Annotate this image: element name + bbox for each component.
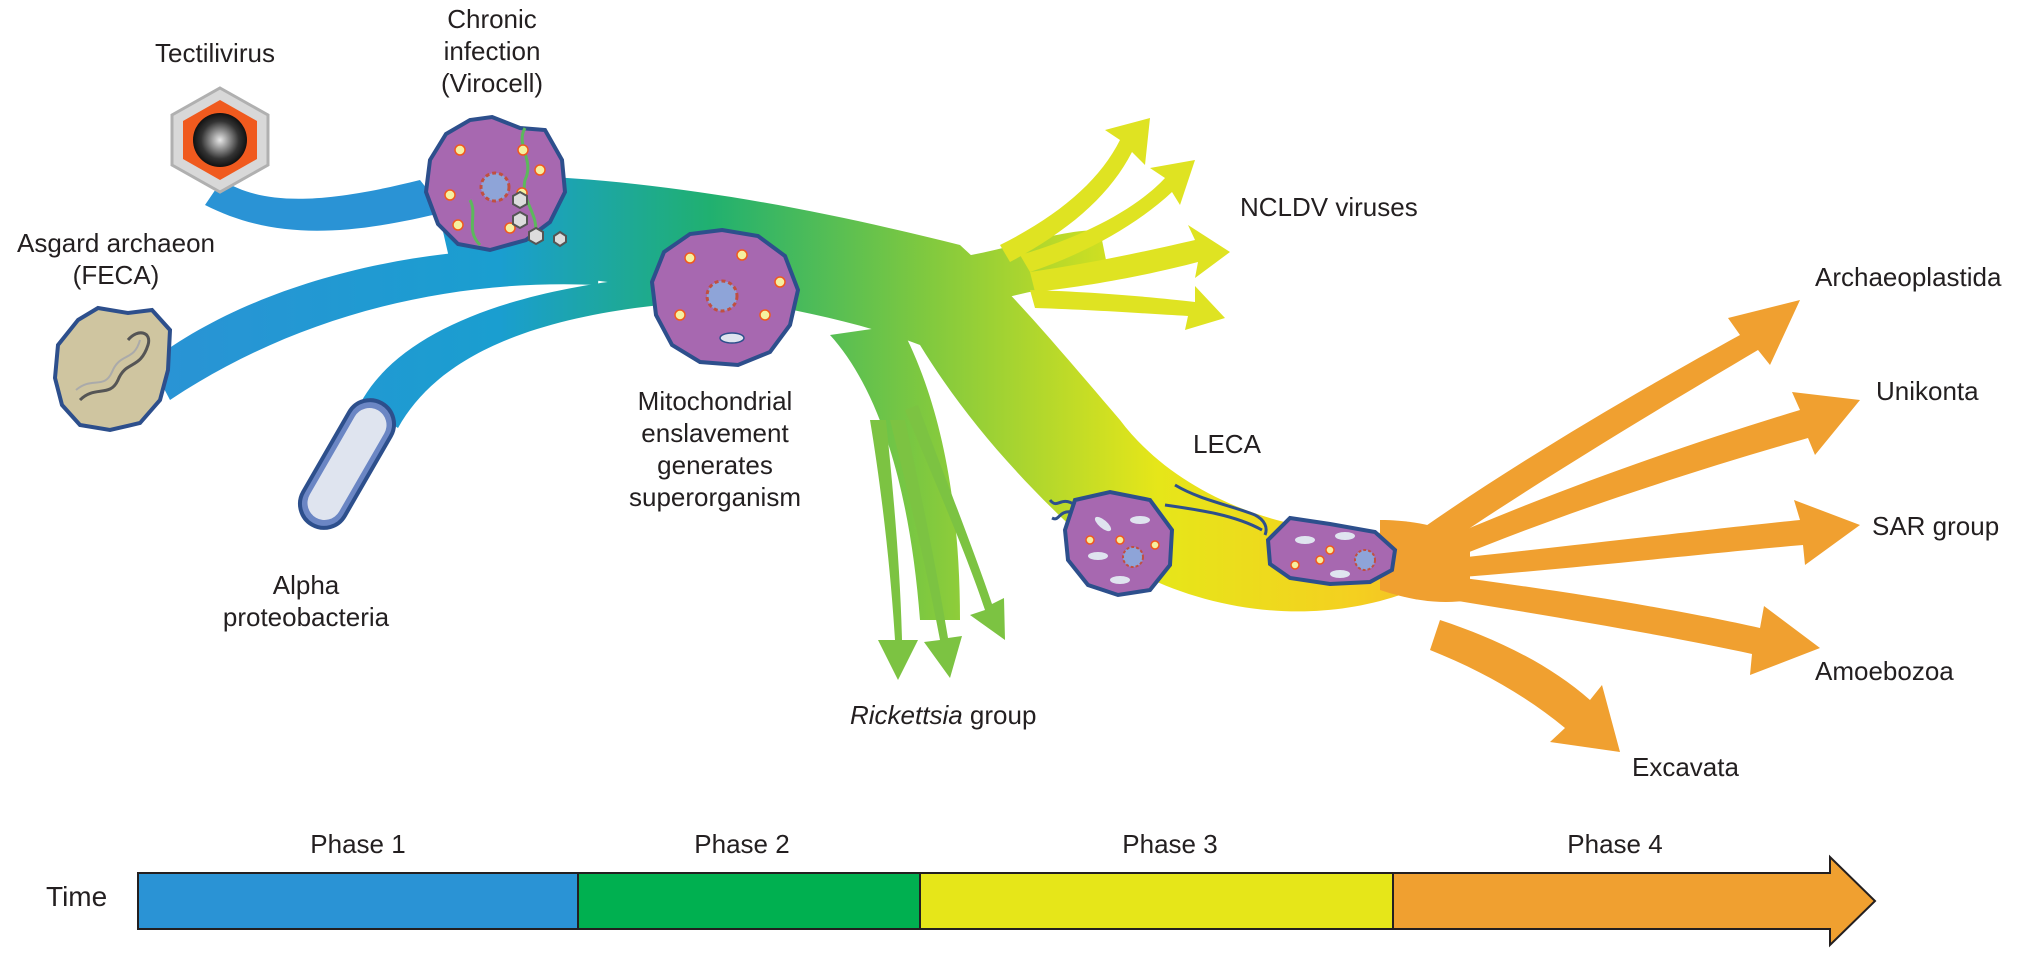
branch-ribbons — [150, 174, 1440, 620]
label-chronic-infection-line3: (Virocell) — [441, 68, 543, 98]
label-chronic-infection-line2: infection — [444, 36, 541, 66]
timeline-phase3-label: Phase 3 — [1122, 829, 1217, 859]
label-archaeoplastida: Archaeoplastida — [1815, 262, 2002, 292]
label-excavata: Excavata — [1632, 752, 1739, 782]
tectilivirus-branch — [205, 180, 445, 231]
timeline-phase4-label: Phase 4 — [1567, 829, 1662, 859]
asgard-branch — [150, 248, 600, 400]
diagram-labels: Tectilivirus Chronic infection (Virocell… — [17, 4, 2002, 782]
alpha-proteobacterium-icon — [298, 398, 396, 530]
timeline-phase1-bar — [137, 872, 579, 930]
label-mito-line2: enslavement — [641, 418, 789, 448]
ncldv-arrows — [1000, 118, 1230, 330]
alpha-branch — [360, 276, 660, 428]
label-leca: LECA — [1193, 429, 1262, 459]
label-rickettsia: Rickettsia group — [850, 700, 1036, 730]
label-tectilivirus: Tectilivirus — [155, 38, 275, 68]
label-chronic-infection-line1: Chronic — [447, 4, 537, 34]
rickettsia-arrows — [870, 405, 1005, 680]
label-alpha-line1: Alpha — [273, 570, 340, 600]
label-ncldv: NCLDV viruses — [1240, 192, 1418, 222]
label-unikonta: Unikonta — [1876, 376, 1979, 406]
label-rickettsia-rest: group — [963, 700, 1037, 730]
label-rickettsia-italic: Rickettsia — [850, 700, 963, 730]
timeline-phase2-label: Phase 2 — [694, 829, 789, 859]
timeline: Time Phase 1 Phase 2 Phase 3 Phase 4 — [46, 829, 1877, 948]
timeline-time-label: Time — [46, 881, 107, 912]
phase4-arrows — [1380, 300, 1860, 752]
virocell-icon — [423, 114, 568, 253]
leca-cell-1-icon — [1048, 489, 1175, 598]
mitochondrial-cell-icon — [649, 227, 801, 368]
label-mito-line3: generates — [657, 450, 773, 480]
label-sar-group: SAR group — [1872, 511, 1999, 541]
label-amoebozoa: Amoebozoa — [1815, 656, 1954, 686]
leca-cell-2-icon — [1164, 483, 1398, 587]
timeline-phase3-bar — [919, 872, 1394, 930]
timeline-phase1-label: Phase 1 — [310, 829, 405, 859]
timeline-phase2-bar — [577, 872, 921, 930]
label-mito-line4: superorganism — [629, 482, 801, 512]
label-asgard-line2: (FECA) — [73, 260, 160, 290]
timeline-phase4-arrow — [1392, 854, 1877, 948]
label-mito-line1: Mitochondrial — [638, 386, 793, 416]
tectilivirus-icon — [170, 86, 270, 194]
label-alpha-line2: proteobacteria — [223, 602, 390, 632]
label-asgard-line1: Asgard archaeon — [17, 228, 215, 258]
asgard-archaeon-icon — [52, 305, 173, 433]
